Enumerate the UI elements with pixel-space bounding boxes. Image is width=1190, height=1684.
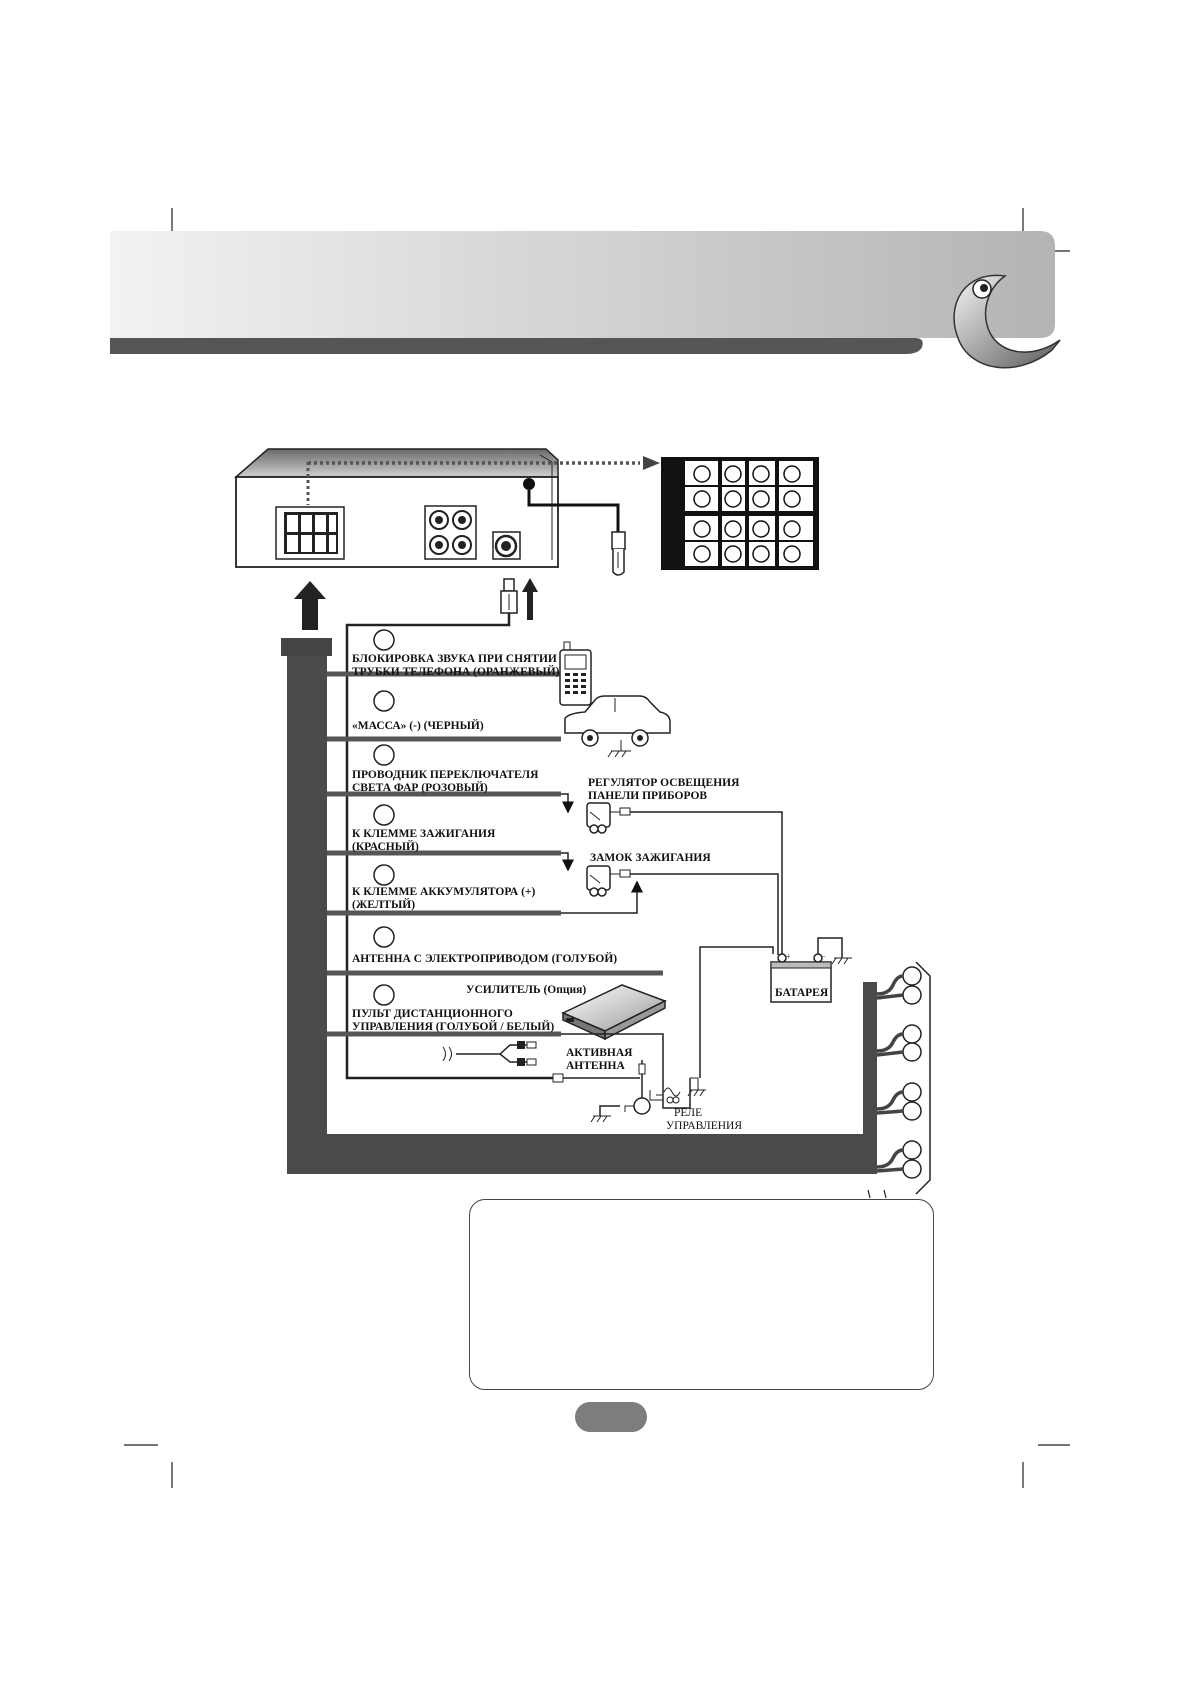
wire-number-circles: [373, 629, 395, 1006]
notes-box: [469, 1199, 934, 1390]
relay-label: РЕЛЕ: [674, 1107, 702, 1119]
mobile-phone-icon: [559, 641, 592, 706]
connect-arrow-icon: [294, 578, 538, 630]
dimmer-switch-icon: [561, 793, 783, 955]
amplifier-icon: [561, 984, 667, 1041]
power-antenna-icon: [552, 946, 774, 1123]
svg-text:+: +: [786, 952, 791, 961]
rca-outputs: [424, 505, 477, 560]
antenna-plug-icon: [345, 578, 560, 1080]
wire-label: «МАССА» (-) (ЧЕРНЫЙ): [352, 718, 484, 732]
wire-label: БЛОКИРОВКА ЗВУКА ПРИ СНЯТИИ: [352, 653, 557, 665]
wire-label: ТРУБКИ ТЕЛЕФОНА (ОРАНЖЕВЫЙ): [352, 664, 560, 678]
wire-label: К КЛЕММЕ АККУМУЛЯТОРА (+): [352, 886, 535, 898]
dimmer-label: ПАНЕЛИ ПРИБОРОВ: [588, 790, 707, 802]
amplifier-label: УСИЛИТЕЛЬ (Опция): [466, 984, 586, 996]
arrow-right-icon: [643, 456, 660, 470]
connector-pinout-panel: [661, 457, 819, 570]
wire-label: ПУЛЬТ ДИСТАНЦИОННОГО: [352, 1008, 513, 1020]
dimmer-label: РЕГУЛЯТОР ОСВЕЩЕНИЯ: [588, 777, 740, 789]
iso-connector-socket: [275, 506, 345, 560]
battery-label: БАТАРЕЯ: [775, 987, 829, 999]
wire-stubs: [327, 671, 663, 1037]
head-unit: [234, 448, 660, 576]
header-band: [110, 231, 1055, 354]
active-antenna-label: АНТЕННА: [566, 1060, 625, 1072]
antenna-icon: [442, 1041, 537, 1066]
page-number-badge: [575, 1402, 647, 1432]
wire-label: СВЕТА ФАР (РОЗОВЫЙ): [352, 780, 488, 794]
wire-label: (КРАСНЫЙ): [352, 839, 419, 853]
active-antenna-label: АКТИВНАЯ: [566, 1047, 633, 1059]
antenna-jack: [492, 531, 521, 560]
car-icon: [564, 695, 671, 758]
wire-label: ПРОВОДНИК ПЕРЕКЛЮЧАТЕЛЯ: [352, 769, 539, 781]
relay-label: УПРАВЛЕНИЯ: [666, 1120, 742, 1132]
wire-label: АНТЕННА С ЭЛЕКТРОПРИВОДОМ (ГОЛУБОЙ): [352, 951, 617, 965]
wire-label: (ЖЕЛТЫЙ): [352, 897, 415, 911]
aux-plug-icon: [611, 531, 626, 576]
wire-label: УПРАВЛЕНИЯ (ГОЛУБОЙ / БЕЛЫЙ): [352, 1019, 554, 1033]
ignition-label: ЗАМОК ЗАЖИГАНИЯ: [590, 852, 711, 864]
svg-text:−: −: [821, 952, 826, 961]
battery-icon: + −: [770, 937, 852, 1003]
logo-swirl-icon: [953, 274, 1061, 369]
ignition-lock-icon: [561, 852, 779, 955]
wire-label: К КЛЕММЕ ЗАЖИГАНИЯ: [352, 828, 496, 840]
speaker-connectors: [867, 961, 931, 1199]
wire-harness: [281, 638, 877, 1174]
